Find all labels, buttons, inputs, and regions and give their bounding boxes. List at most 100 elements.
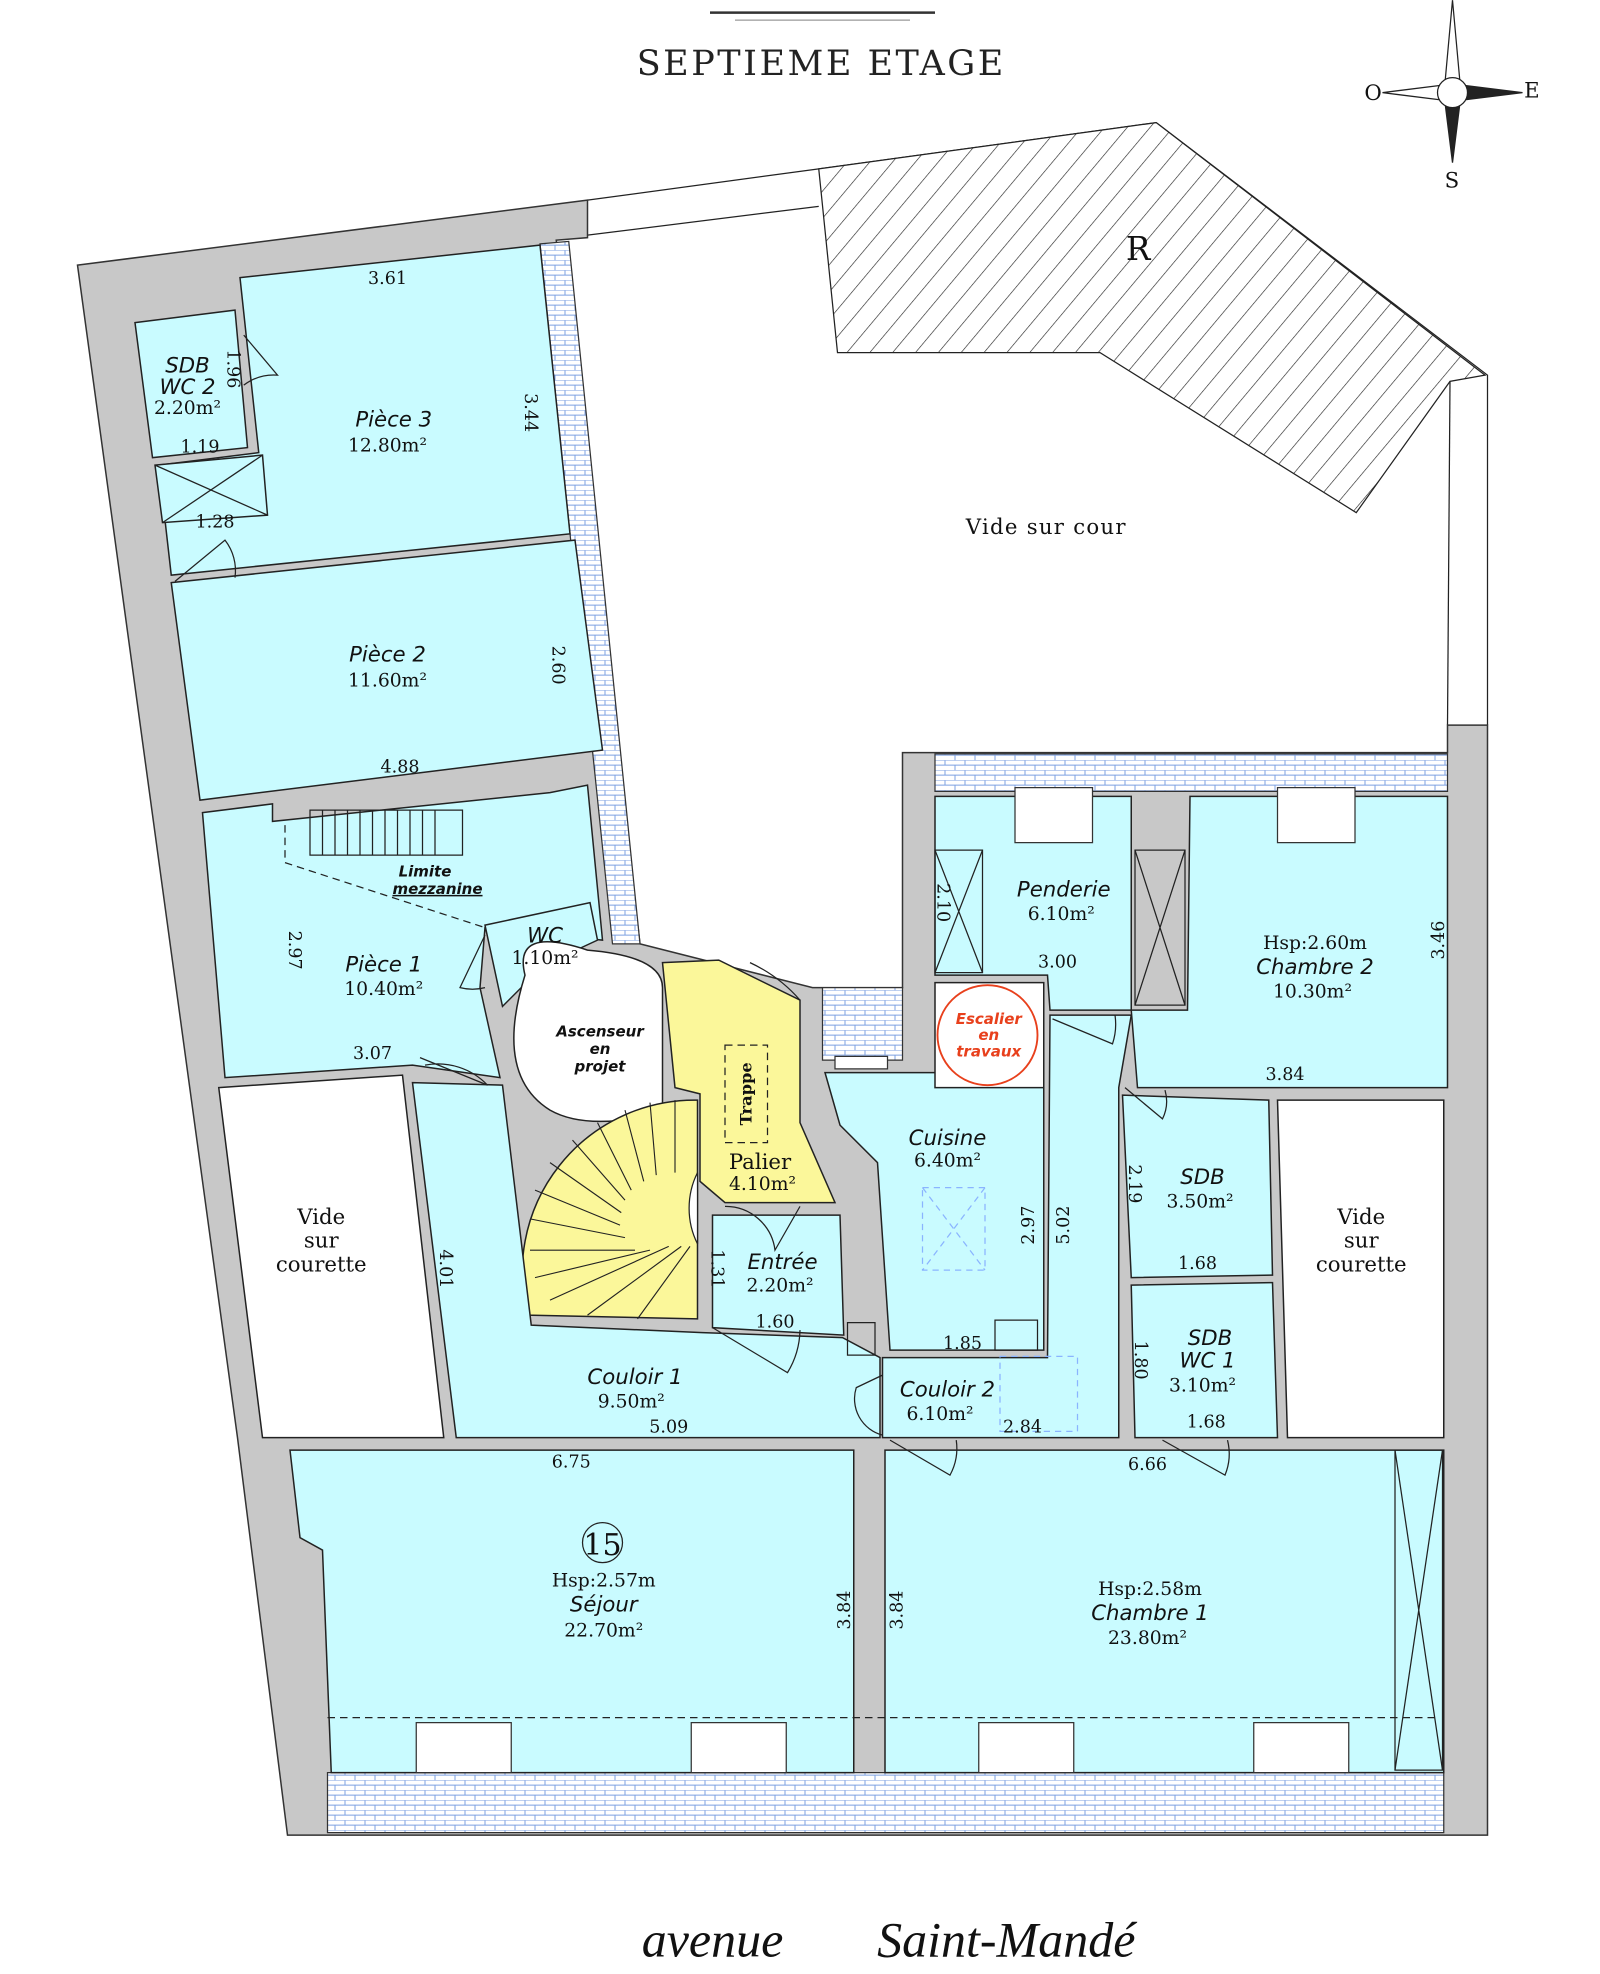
dimension-label: 3.07 bbox=[353, 1044, 392, 1064]
hatched-roof-zone bbox=[818, 121, 1487, 514]
courette-label: courette bbox=[1316, 1252, 1407, 1277]
room-area: 2.20m² bbox=[746, 1275, 813, 1296]
room-name: WC bbox=[527, 924, 563, 949]
room-name: WC 1 bbox=[1179, 1349, 1235, 1374]
room-area: 9.50m² bbox=[598, 1392, 665, 1413]
room-area: 6.40m² bbox=[914, 1150, 981, 1171]
dimension-label: 3.84 bbox=[888, 1591, 908, 1630]
room-area: 11.60m² bbox=[348, 670, 427, 691]
room-area: 2.20m² bbox=[154, 398, 221, 419]
room-name: Cuisine bbox=[909, 1126, 987, 1151]
staircase-well bbox=[688, 1172, 699, 1245]
lot-number-circle bbox=[581, 1522, 624, 1564]
works-label: Escalier bbox=[956, 1010, 1024, 1028]
wardrobe bbox=[934, 849, 984, 974]
elevator-label: en bbox=[590, 1040, 611, 1058]
ceiling-height: Hsp:2.57m bbox=[552, 1570, 656, 1591]
dimension-label: 3.46 bbox=[1429, 921, 1449, 960]
dimension-label: 3.84 bbox=[1266, 1065, 1305, 1085]
courette-label: sur bbox=[304, 1229, 340, 1254]
courette-label: courette bbox=[276, 1252, 367, 1277]
room-sdb-wc2 bbox=[134, 309, 249, 459]
dimension-label: 1.68 bbox=[1187, 1413, 1226, 1433]
works-circle bbox=[936, 984, 1039, 1087]
dimension-label: 6.75 bbox=[552, 1453, 591, 1473]
room-area: 10.40m² bbox=[344, 979, 423, 1000]
room-name: SDB bbox=[1180, 1165, 1224, 1190]
dimension-label: 1.96 bbox=[223, 349, 243, 388]
room-name: Palier bbox=[729, 1150, 792, 1175]
dimension-label: 1.31 bbox=[706, 1249, 726, 1288]
lot-number: 15 bbox=[583, 1528, 621, 1563]
windows bbox=[415, 787, 1356, 1774]
room-name: Pièce 2 bbox=[349, 642, 426, 667]
skylight bbox=[999, 1355, 1079, 1432]
room-area: 6.10m² bbox=[1028, 904, 1095, 925]
dimension-label: 6.66 bbox=[1128, 1455, 1167, 1475]
dimensions: 3.61 1.96 1.19 1.28 3.44 2.60 4.88 2.97 … bbox=[181, 269, 1449, 1630]
window bbox=[749, 962, 801, 1001]
room-chambre1 bbox=[884, 1449, 1445, 1774]
room-area: 6.10m² bbox=[906, 1404, 973, 1425]
dimension-label: 3.44 bbox=[520, 393, 540, 432]
dimension-label: 1.60 bbox=[756, 1313, 795, 1333]
mezzanine-label: mezzanine bbox=[392, 880, 482, 898]
compass-south-label: S bbox=[1445, 169, 1461, 194]
dimension-label: 5.09 bbox=[649, 1418, 688, 1438]
courette-left bbox=[217, 1074, 445, 1439]
dimension-label: 2.19 bbox=[1124, 1164, 1144, 1203]
room-sejour bbox=[289, 1449, 855, 1774]
dimension-label: 1.85 bbox=[943, 1334, 982, 1354]
courette-label: Vide bbox=[1336, 1205, 1385, 1230]
compass-rose-icon bbox=[1382, 0, 1523, 163]
room-name: Entrée bbox=[747, 1250, 817, 1275]
trapdoor-label: Trappe bbox=[736, 1062, 755, 1125]
room-area: 12.80m² bbox=[348, 435, 427, 456]
wardrobe-cross bbox=[1134, 849, 1186, 1006]
dimension-label: 4.88 bbox=[381, 758, 420, 778]
room-area: 23.80m² bbox=[1108, 1628, 1187, 1649]
courtyard-label: Vide sur cour bbox=[965, 515, 1127, 540]
room-piece2 bbox=[170, 539, 604, 801]
room-name: Pièce 1 bbox=[345, 952, 422, 977]
room-sdb-wc1 bbox=[1130, 1281, 1279, 1439]
dimension-label: 2.10 bbox=[933, 883, 953, 922]
room-name: SDB bbox=[1188, 1326, 1232, 1351]
room-area: 3.10m² bbox=[1169, 1375, 1236, 1396]
elevator-label: Ascenseur bbox=[555, 1022, 645, 1040]
dimension-label: 1.19 bbox=[181, 438, 220, 458]
dimension-label: 4.01 bbox=[435, 1249, 455, 1288]
skylight bbox=[921, 1187, 986, 1271]
room-area: 1.10m² bbox=[511, 948, 578, 969]
courette-right bbox=[1276, 1099, 1445, 1439]
door-swings bbox=[174, 334, 1230, 1477]
wardrobe bbox=[1134, 849, 1186, 1006]
street-name-part: avenue bbox=[642, 1911, 784, 1967]
wardrobe bbox=[1394, 1449, 1444, 1771]
brick-wall-strip bbox=[934, 753, 1449, 792]
room-couloir1 bbox=[411, 1081, 881, 1439]
brick-wall-strip bbox=[821, 987, 904, 1061]
mezzanine-stairs bbox=[309, 809, 464, 856]
room-name: SDB bbox=[165, 354, 209, 379]
hatched-zone-label: R bbox=[1126, 230, 1152, 268]
dimension-label: 3.61 bbox=[368, 269, 407, 289]
dimension-label: 3.00 bbox=[1038, 953, 1077, 973]
dimension-label: 2.60 bbox=[548, 646, 568, 685]
closet-cross bbox=[162, 454, 263, 524]
room-name: Séjour bbox=[570, 1592, 639, 1617]
courette-label: sur bbox=[1344, 1229, 1380, 1254]
ceiling-height: Hsp:2.58m bbox=[1098, 1579, 1202, 1600]
dimension-label: 1.80 bbox=[1130, 1341, 1150, 1380]
street-name-part: Saint-Mandé bbox=[877, 1911, 1137, 1967]
mezzanine-label: Limite bbox=[399, 862, 452, 880]
room-area: 3.50m² bbox=[1166, 1192, 1233, 1213]
compass-east-label: E bbox=[1524, 79, 1541, 104]
room-chambre2 bbox=[1130, 795, 1449, 1089]
courette-label: Vide bbox=[296, 1205, 345, 1230]
room-palier bbox=[661, 959, 837, 1204]
room-penderie bbox=[934, 795, 1132, 1011]
room-couloir2 bbox=[881, 1014, 1133, 1439]
courtyard-boundary bbox=[587, 205, 819, 236]
